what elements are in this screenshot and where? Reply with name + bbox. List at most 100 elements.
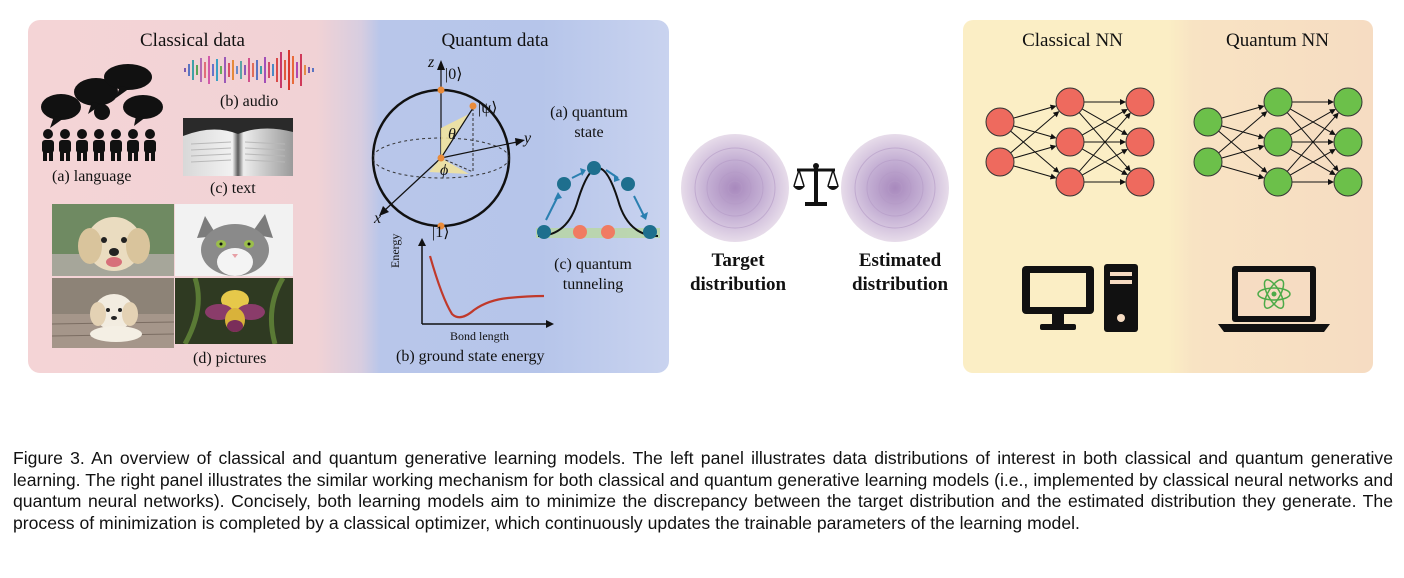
theta-label: θ — [448, 126, 456, 143]
quantum-data-title: Quantum data — [441, 30, 549, 51]
classical-nn-node — [1055, 167, 1085, 197]
classical-nn-edge — [1081, 109, 1127, 136]
estimated-label-line1: Estimated — [858, 250, 942, 271]
quantum-nn-edge — [1221, 125, 1263, 139]
quantum-state-label-line2: state — [574, 124, 604, 141]
classical-nn-edge — [1081, 148, 1127, 175]
classical-nn-edge — [1013, 105, 1055, 119]
iris-flower-photo — [175, 278, 293, 344]
quantum-nn-edge — [1218, 112, 1267, 154]
estimated-distribution-disc — [841, 134, 949, 242]
quantum-nn-node — [1333, 87, 1363, 117]
quantum-laptop-icon — [1218, 266, 1330, 332]
bloch-sphere-diagram — [371, 60, 525, 230]
quantum-nn-edge — [1289, 108, 1335, 135]
quantum-nn-edge — [1289, 149, 1335, 176]
classical-nn-title: Classical NN — [1022, 30, 1123, 51]
quantum-nn-node — [1333, 167, 1363, 197]
quantum-nn-arrowhead — [1332, 164, 1339, 172]
ground-state-label: (b) ground state energy — [396, 348, 545, 365]
classical-nn-arrowhead — [1124, 164, 1131, 172]
classical-nn-node — [1125, 127, 1155, 157]
estimated-label-line2: distribution — [851, 274, 949, 295]
classical-nn-arrowhead — [1049, 173, 1057, 180]
cat-photo — [175, 204, 293, 276]
quantum-nn-arrowhead — [1329, 148, 1336, 155]
book-photo — [183, 118, 293, 176]
quantum-nn-node — [1263, 87, 1293, 117]
classical-nn-arrowhead — [1124, 112, 1131, 120]
classical-nn-arrowhead — [1120, 99, 1126, 105]
pictures-label: (d) pictures — [193, 350, 267, 367]
quantum-nn-arrowhead — [1329, 108, 1336, 115]
energy-axis-label: Energy — [388, 233, 402, 268]
quantum-nn-arrowhead — [1329, 129, 1336, 136]
classical-neural-network-diagram — [985, 87, 1155, 197]
quantum-nn-arrowhead — [1328, 99, 1334, 105]
tunneling-label-line1: (c) quantum — [554, 256, 632, 273]
target-label-line2: distribution — [689, 274, 787, 295]
classical-nn-arrowhead — [1121, 129, 1128, 136]
classical-nn-arrowhead — [1121, 169, 1128, 176]
language-label: (a) language — [52, 168, 132, 185]
classical-nn-edge — [1013, 165, 1055, 179]
quantum-nn-edge — [1289, 109, 1335, 136]
quantum-nn-arrowhead — [1257, 104, 1265, 111]
quantum-nn-arrowhead — [1332, 112, 1339, 120]
quantum-nn-arrowhead — [1257, 133, 1265, 140]
audio-label: (b) audio — [220, 93, 279, 110]
classical-nn-edge — [1010, 130, 1059, 172]
ket-zero-label: |0⟩ — [445, 66, 463, 83]
target-label-line1: Target — [711, 250, 765, 271]
x-axis-label: x — [374, 210, 382, 227]
classical-nn-node — [985, 107, 1015, 137]
classical-nn-arrowhead — [1049, 144, 1057, 151]
quantum-nn-title: Quantum NN — [1226, 30, 1329, 51]
desktop-computer-icon — [1022, 264, 1138, 332]
quantum-neural-network-diagram — [1193, 87, 1363, 197]
classical-nn-arrowhead — [1049, 133, 1057, 140]
classical-nn-edge — [1013, 145, 1055, 159]
golden-retriever-photo — [52, 204, 174, 276]
classical-nn-arrowhead — [1121, 108, 1128, 115]
bond-length-axis-label: Bond length — [450, 329, 509, 343]
quantum-nn-node — [1193, 147, 1223, 177]
quantum-nn-edge — [1218, 130, 1267, 172]
classical-nn-arrowhead — [1120, 179, 1126, 185]
classical-nn-node — [985, 147, 1015, 177]
classical-nn-edge — [1078, 113, 1130, 172]
classical-nn-node — [1125, 87, 1155, 117]
ket-one-label: |1⟩ — [432, 224, 450, 241]
audio-waveform-icon — [184, 50, 314, 90]
quantum-nn-node — [1193, 107, 1223, 137]
quantum-nn-edge — [1286, 113, 1338, 172]
phi-label: ϕ — [440, 162, 449, 179]
classical-nn-arrowhead — [1121, 148, 1128, 155]
figure-caption: Figure 3. An overview of classical and q… — [13, 448, 1393, 533]
classical-nn-arrowhead — [1120, 139, 1126, 145]
quantum-nn-arrowhead — [1257, 144, 1265, 151]
quantum-nn-arrowhead — [1328, 179, 1334, 185]
quantum-nn-edge — [1221, 145, 1263, 159]
balance-scale-icon — [793, 163, 839, 206]
language-icon — [41, 64, 163, 161]
atom-icon — [1257, 279, 1291, 309]
classical-data-title: Classical data — [140, 30, 245, 51]
quantum-nn-node — [1333, 127, 1363, 157]
quantum-nn-node — [1263, 167, 1293, 197]
classical-nn-edge — [1081, 149, 1127, 176]
classical-nn-arrowhead — [1052, 111, 1060, 118]
classical-nn-node — [1125, 167, 1155, 197]
text-label: (c) text — [210, 180, 256, 197]
quantum-nn-edge — [1289, 148, 1335, 175]
y-axis-label: y — [524, 130, 532, 147]
quantum-nn-edge — [1221, 105, 1263, 119]
quantum-nn-edge — [1221, 165, 1263, 179]
quantum-state-label-line1: (a) quantum — [550, 104, 628, 121]
classical-nn-node — [1055, 127, 1085, 157]
ket-psi-label: |ψ⟩ — [478, 100, 498, 117]
classical-nn-edge — [1010, 112, 1059, 154]
classical-nn-edge — [1081, 108, 1127, 135]
target-distribution-disc — [681, 134, 789, 242]
classical-nn-arrowhead — [1049, 104, 1057, 111]
